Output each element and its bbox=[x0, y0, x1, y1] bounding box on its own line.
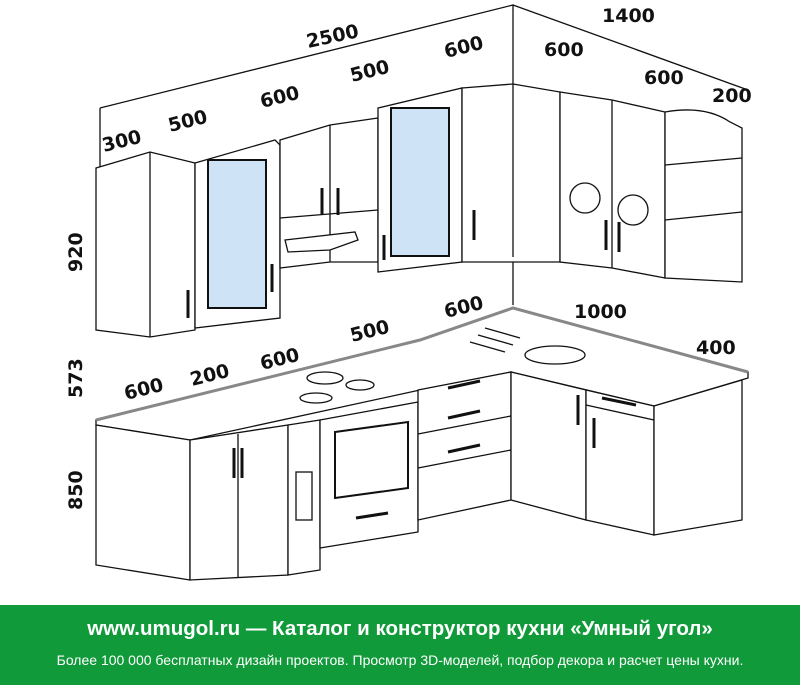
dim-counter-right-1: 1000 bbox=[574, 301, 627, 323]
dim-total-left: 2500 bbox=[304, 20, 360, 53]
dim-height-wall: 920 bbox=[65, 232, 87, 272]
dim-top-right-2: 600 bbox=[644, 67, 684, 89]
dim-top-right-3: 200 bbox=[712, 85, 752, 107]
dim-top-left-2: 500 bbox=[166, 106, 210, 137]
dim-height-gap: 573 bbox=[65, 358, 87, 398]
dim-top-left-4: 500 bbox=[348, 56, 392, 87]
dim-counter-left-1: 600 bbox=[122, 374, 166, 405]
dim-top-left-5: 600 bbox=[442, 32, 486, 63]
dim-counter-left-2: 200 bbox=[188, 360, 232, 391]
wall-cabinets-right bbox=[559, 91, 743, 283]
dim-top-right-1: 600 bbox=[544, 39, 584, 61]
kitchen-diagram: 2500 1400 300 500 600 500 600 600 600 20… bbox=[65, 4, 752, 581]
wall-cabinets-left bbox=[95, 83, 561, 338]
banner-subtitle: Более 100 000 бесплатных дизайн проектов… bbox=[56, 652, 744, 668]
base-cabinets-left bbox=[95, 371, 512, 581]
dim-height-base: 850 bbox=[65, 470, 87, 510]
dim-counter-right-2: 400 bbox=[696, 337, 736, 359]
dim-top-left-1: 300 bbox=[100, 126, 144, 157]
handles bbox=[186, 188, 637, 520]
banner-title: www.umugol.ru — Каталог и конструктор ку… bbox=[87, 617, 713, 640]
kitchen-drawing: 2500 1400 300 500 600 500 600 600 600 20… bbox=[65, 4, 752, 581]
footer-banner: www.umugol.ru — Каталог и конструктор ку… bbox=[0, 605, 800, 685]
dim-top-left-3: 600 bbox=[258, 82, 302, 113]
dim-counter-left-4: 500 bbox=[348, 316, 392, 347]
dim-total-right: 1400 bbox=[602, 5, 655, 27]
base-cabinets-right bbox=[510, 371, 743, 536]
